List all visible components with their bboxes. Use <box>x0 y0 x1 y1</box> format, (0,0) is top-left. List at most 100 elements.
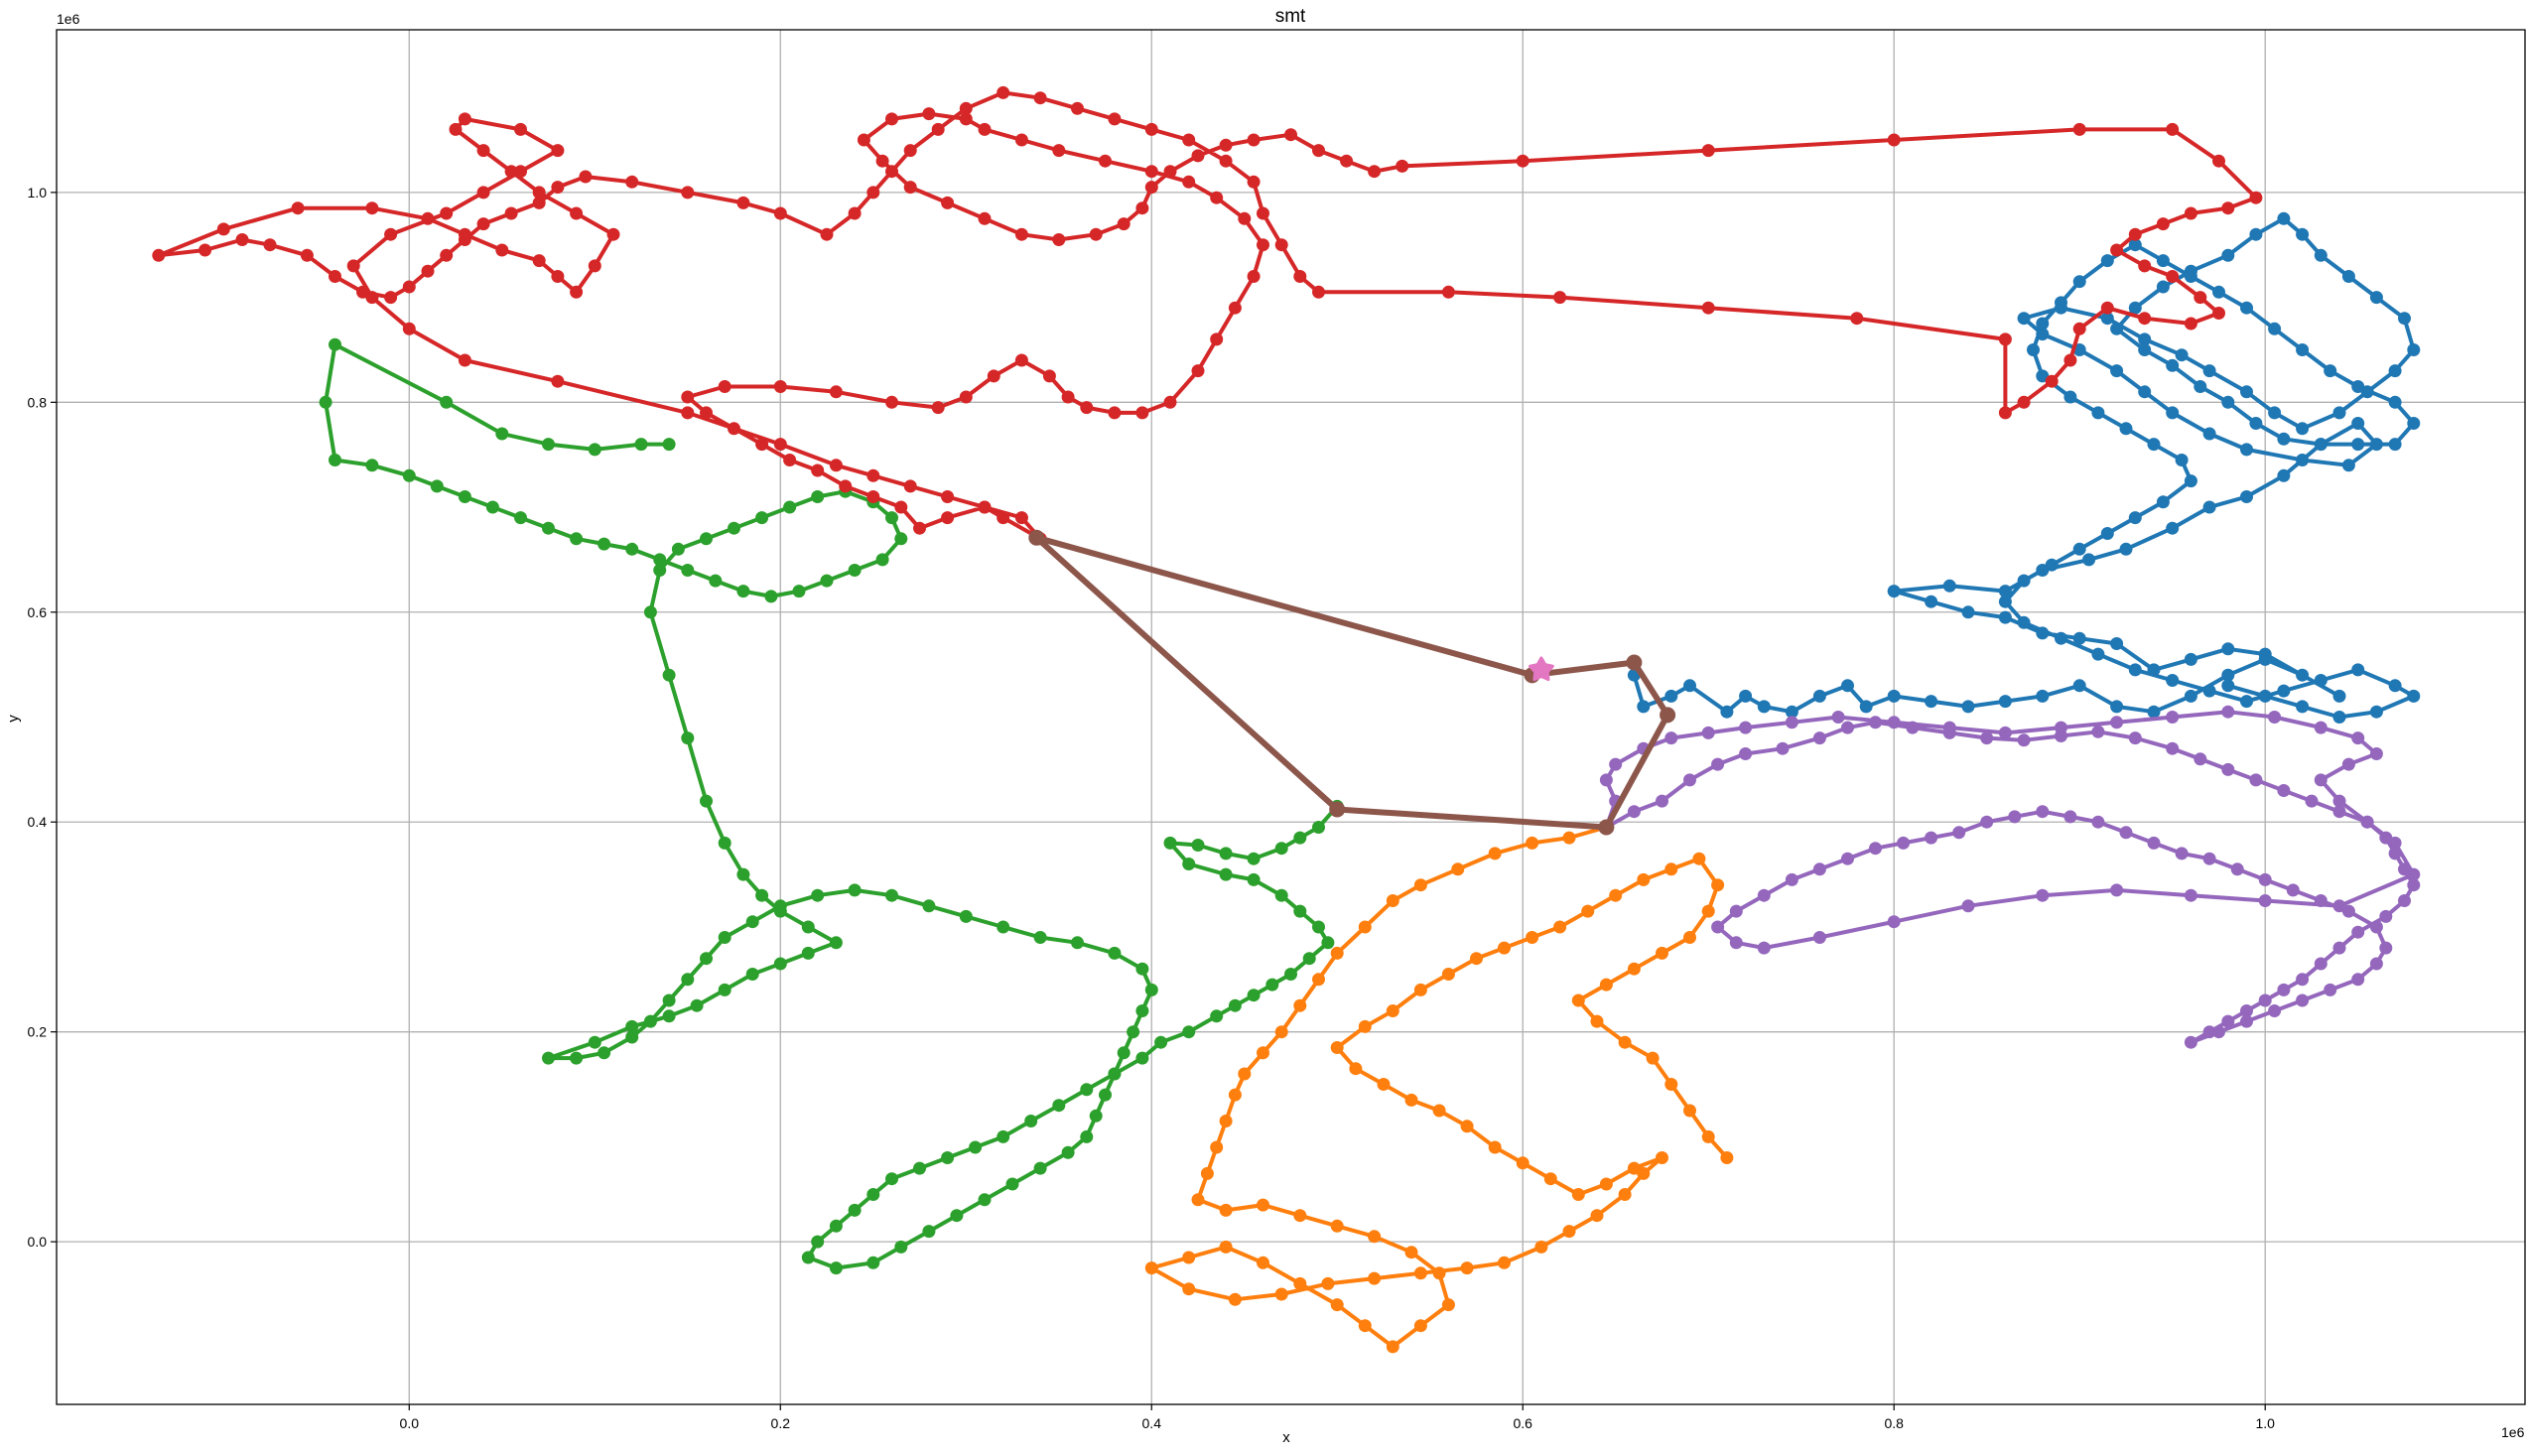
series-point <box>1061 1145 1075 1159</box>
x-tick-label: 0.6 <box>1514 1415 1533 1431</box>
series-point <box>1302 952 1316 966</box>
series-point <box>1052 233 1066 246</box>
series-point <box>1599 773 1613 787</box>
series-point <box>2277 211 2291 225</box>
series-point <box>829 936 843 950</box>
series-point <box>2175 454 2189 466</box>
series-point <box>1413 878 1427 892</box>
series-point <box>1887 133 1901 147</box>
series-point <box>2156 495 2170 509</box>
series-point <box>2296 973 2310 987</box>
series-point <box>1998 585 2012 598</box>
series-point <box>2184 888 2197 902</box>
series-point <box>913 1161 926 1175</box>
series-point <box>2332 711 2346 724</box>
series-point <box>1516 1156 1530 1170</box>
series-point <box>2166 406 2180 420</box>
series-point <box>736 585 750 598</box>
series-point <box>773 206 787 220</box>
series-point <box>1711 920 1725 934</box>
series-point <box>2082 553 2096 567</box>
series-point <box>2128 731 2142 745</box>
series-point <box>542 438 555 452</box>
series-point <box>829 1219 843 1233</box>
series-point <box>2324 364 2337 378</box>
series-point <box>2184 1035 2197 1049</box>
series-point <box>671 542 685 556</box>
series-point <box>811 463 825 477</box>
series-point <box>941 511 955 525</box>
series-point <box>458 112 471 126</box>
series-point <box>2407 689 2421 703</box>
series-point <box>2156 254 2170 268</box>
series-point <box>1887 689 1901 703</box>
series-point <box>1660 707 1676 724</box>
series-point <box>2369 705 2383 719</box>
series-point <box>2314 674 2328 687</box>
series-point <box>903 479 917 493</box>
series-point <box>2277 784 2291 797</box>
series-point <box>476 217 490 231</box>
series-point <box>903 144 917 158</box>
series-point <box>1257 1046 1269 1060</box>
series-point <box>1099 1088 1112 1102</box>
series-point <box>1312 144 1325 158</box>
series-point <box>319 395 332 409</box>
series-point <box>2388 395 2402 409</box>
series-point <box>1627 962 1641 976</box>
series-point <box>2202 852 2216 865</box>
series-point <box>857 133 870 147</box>
series-point <box>866 1188 880 1201</box>
series-point <box>2388 847 2402 860</box>
series-point <box>2296 700 2310 714</box>
series-point <box>755 511 769 525</box>
x-tick-label: 0.4 <box>1142 1415 1162 1431</box>
series-point <box>1729 936 1743 950</box>
series-point <box>1404 1093 1418 1107</box>
series-point <box>495 243 509 257</box>
series-point <box>681 731 695 745</box>
series-point <box>894 1240 908 1254</box>
series-point <box>2277 468 2291 482</box>
series-point <box>959 390 973 404</box>
series-point <box>1692 852 1706 865</box>
series-point <box>1312 973 1325 987</box>
series-point <box>263 238 277 252</box>
series-point <box>2314 248 2328 262</box>
series-point <box>2332 689 2346 703</box>
series-point <box>1042 369 1056 383</box>
series-point <box>2156 217 2170 231</box>
series-point <box>959 101 973 115</box>
series-point <box>1330 946 1344 960</box>
series-point <box>1831 711 1845 724</box>
series-point <box>922 1225 936 1239</box>
series-point <box>1441 968 1455 981</box>
series-point <box>1664 689 1678 703</box>
series-point <box>2351 973 2365 987</box>
series-point <box>1581 904 1595 918</box>
x-axis-offset-label: 1e6 <box>2501 1424 2525 1440</box>
series-point <box>829 459 843 472</box>
series-point <box>1701 1129 1715 1143</box>
x-axis-label: x <box>1282 1429 1290 1446</box>
series-point <box>2119 826 2133 840</box>
series-point <box>653 553 667 567</box>
series-point <box>2110 364 2124 378</box>
series-point <box>1377 1078 1391 1091</box>
series-point <box>922 899 936 913</box>
series-point <box>2175 348 2189 362</box>
series-point <box>1219 1115 1233 1127</box>
series-point <box>1590 1209 1604 1223</box>
series-point <box>1869 716 1882 729</box>
series-point <box>801 1251 815 1264</box>
series-point <box>1368 1230 1382 1244</box>
series-point <box>2221 762 2235 776</box>
series-point <box>2063 810 2077 824</box>
series-point <box>1656 1151 1668 1164</box>
series-point <box>2202 1025 2216 1039</box>
series-point <box>1228 301 1242 315</box>
series-point <box>1312 821 1325 834</box>
series-point <box>2202 364 2216 378</box>
plot-frame <box>56 29 2526 1405</box>
series-point <box>1033 931 1047 944</box>
